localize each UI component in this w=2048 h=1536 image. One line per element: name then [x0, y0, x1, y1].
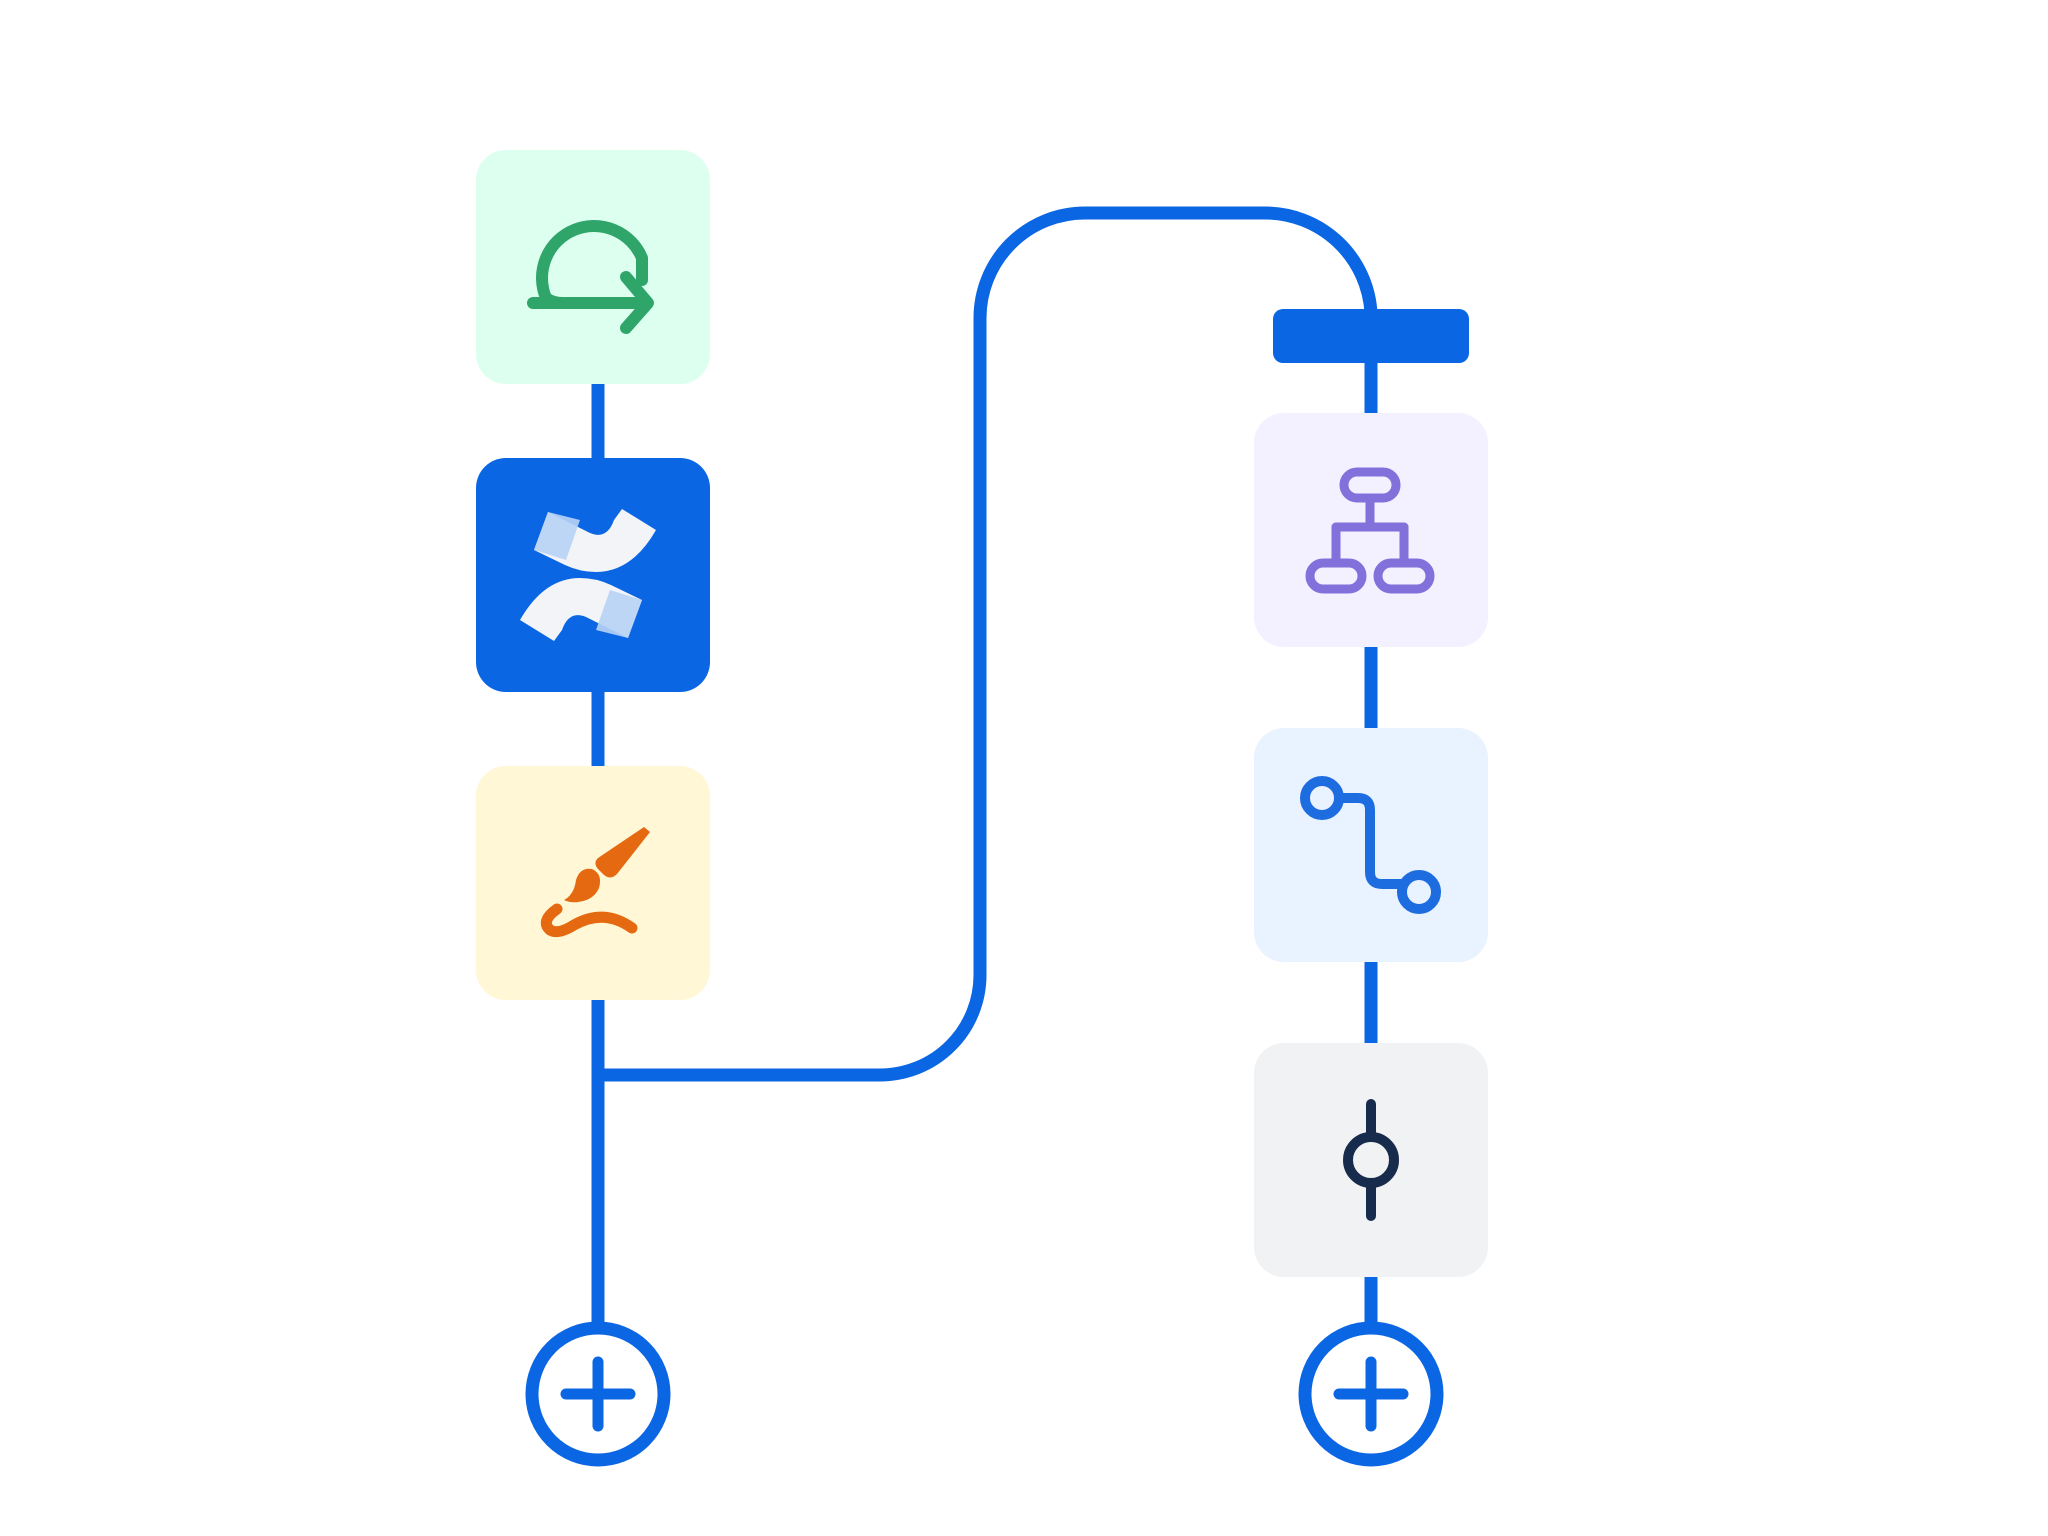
- confluence-logo-icon: [520, 509, 656, 641]
- node-brush[interactable]: [476, 766, 710, 1000]
- node-loop-card[interactable]: [476, 150, 710, 384]
- connector-lines: [591, 206, 1378, 1322]
- paintbrush-icon: [540, 827, 650, 938]
- branch-split-bar: [1273, 309, 1469, 363]
- commit-icon: [1343, 1099, 1399, 1221]
- node-branch[interactable]: [1254, 728, 1488, 962]
- loop-arrow-icon: [527, 220, 654, 334]
- node-confluence[interactable]: [476, 458, 710, 692]
- branch-connector: [598, 206, 1378, 1082]
- node-hierarchy[interactable]: [1254, 413, 1488, 647]
- branch-path-icon: [1300, 776, 1441, 914]
- node-confluence-card[interactable]: [476, 458, 710, 692]
- node-loop[interactable]: [476, 150, 710, 384]
- hierarchy-icon: [1305, 467, 1435, 594]
- plus-icon: [560, 1356, 636, 1432]
- add-step-button-left[interactable]: [525, 1321, 671, 1467]
- node-commit-card[interactable]: [1254, 1043, 1488, 1277]
- node-commit[interactable]: [1254, 1043, 1488, 1277]
- plus-icon: [1333, 1356, 1409, 1432]
- add-step-button-right[interactable]: [1298, 1321, 1444, 1467]
